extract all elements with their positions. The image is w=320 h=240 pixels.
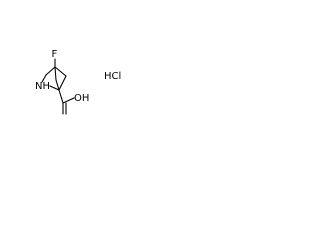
atom-label-hydroxyl: OH: [74, 93, 89, 104]
structure-canvas: F NH OH HCl: [0, 0, 152, 152]
bond-c4-c5: [54, 66, 67, 77]
bond-c5-c1: [58, 75, 67, 91]
salt-label: HCl: [104, 71, 121, 82]
bond-c6-c1: [55, 79, 60, 91]
bond-c-oh: [62, 97, 75, 104]
atom-label-fluorine: F: [52, 49, 58, 60]
atom-label-amine: NH: [35, 81, 50, 92]
bond-n-c1: [49, 85, 60, 91]
bond-group: [41, 58, 75, 115]
molecule-drawing: F NH OH HCl: [35, 49, 121, 115]
bond-c4-c3: [45, 66, 56, 76]
bond-c3-n: [41, 74, 47, 83]
bond-c1-ccooh: [58, 89, 64, 104]
bond-c4-c6: [54, 66, 57, 81]
